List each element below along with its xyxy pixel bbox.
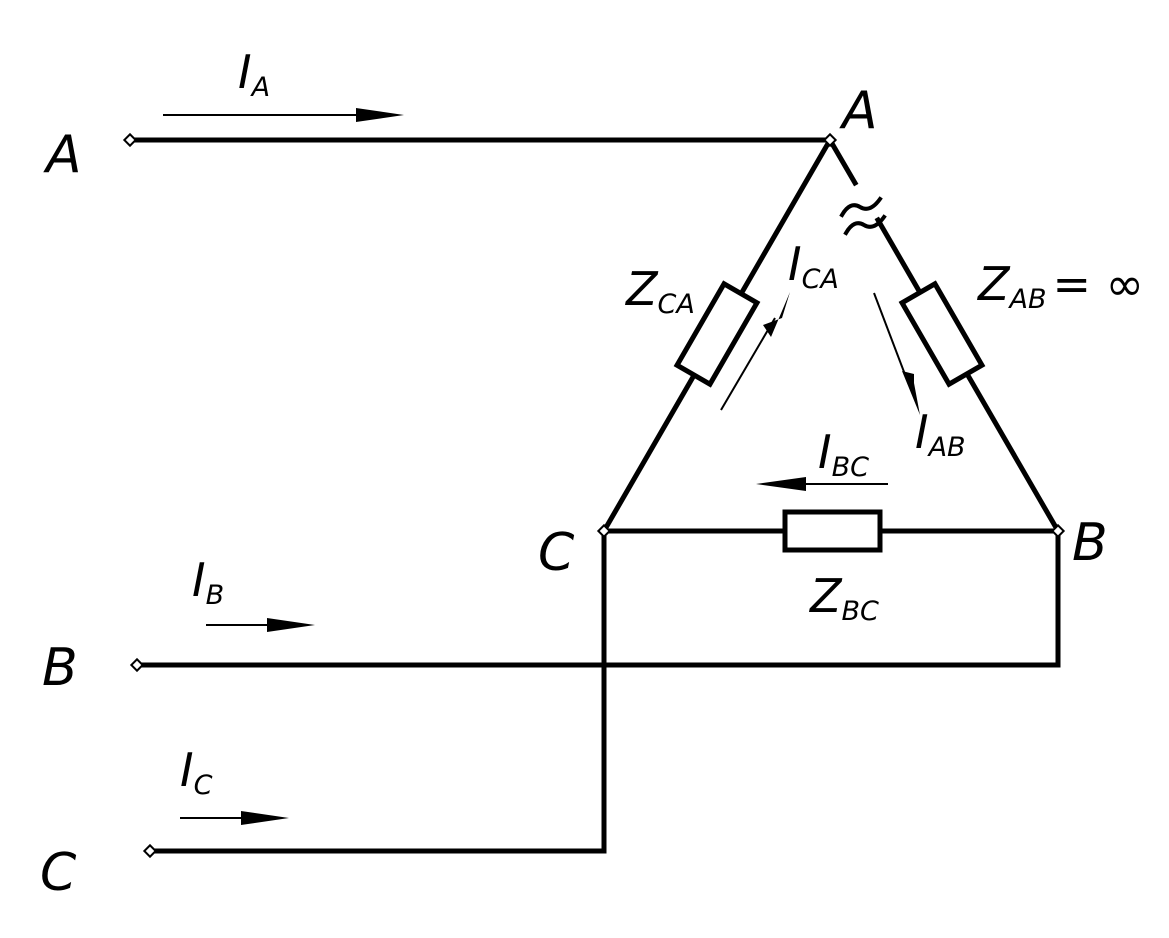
line-b-wire bbox=[134, 528, 1061, 668]
terminal-a-input bbox=[122, 132, 138, 148]
terminal-c-input bbox=[142, 843, 158, 859]
current-ica-arrow bbox=[720, 292, 790, 411]
current-ibc-subscript: BC bbox=[832, 452, 870, 483]
open-circuit-break-icon bbox=[839, 196, 887, 236]
impedance-ab-subscript: AB bbox=[1008, 284, 1047, 315]
impedance-ca-label: ZCA bbox=[624, 262, 695, 320]
terminal-b-input bbox=[129, 657, 145, 673]
line-b-label: B bbox=[42, 638, 78, 698]
impedance-ca-subscript: CA bbox=[658, 289, 695, 320]
current-ica-symbol: I bbox=[788, 237, 802, 291]
current-ica-subscript: CA bbox=[802, 264, 839, 295]
branch-ab-wire-upper bbox=[826, 136, 859, 187]
current-ia-symbol: I bbox=[238, 45, 252, 99]
impedance-bc-subscript: BC bbox=[842, 596, 880, 627]
current-ibc-symbol: I bbox=[818, 425, 832, 479]
impedance-ca-resistor bbox=[673, 280, 761, 388]
node-c-label: C bbox=[538, 523, 575, 583]
current-ia-arrow bbox=[163, 108, 404, 122]
current-ibc-label: IBC bbox=[818, 425, 869, 483]
impedance-bc-symbol: Z bbox=[808, 569, 843, 623]
line-c-wire bbox=[147, 528, 607, 854]
current-ic-label: IC bbox=[180, 743, 213, 801]
current-ibc-arrow bbox=[756, 477, 888, 491]
current-ic-subscript: C bbox=[194, 770, 213, 801]
current-ib-arrow bbox=[206, 618, 315, 632]
current-ic-symbol: I bbox=[180, 743, 194, 797]
impedance-bc-label: ZBC bbox=[808, 569, 879, 627]
current-ia-label: IA bbox=[238, 45, 270, 103]
impedance-ab-resistor bbox=[898, 280, 986, 388]
node-b-label: B bbox=[1072, 513, 1108, 573]
current-ib-subscript: B bbox=[206, 580, 225, 611]
impedance-ab-symbol: Z bbox=[976, 257, 1011, 311]
node-c-junction bbox=[596, 523, 612, 539]
current-ib-symbol: I bbox=[192, 553, 206, 607]
line-a-label: A bbox=[43, 125, 82, 185]
current-ia-subscript: A bbox=[250, 72, 270, 103]
node-a-junction bbox=[822, 132, 838, 148]
impedance-ca-symbol: Z bbox=[624, 262, 659, 316]
current-iab-arrow bbox=[873, 292, 920, 415]
impedance-bc-resistor bbox=[782, 509, 883, 553]
current-iab-symbol: I bbox=[915, 405, 929, 459]
current-ica-label: ICA bbox=[788, 237, 839, 295]
node-a-label: A bbox=[839, 81, 878, 141]
current-iab-label: IAB bbox=[915, 405, 966, 463]
current-ib-label: IB bbox=[192, 553, 224, 611]
impedance-ab-value: = ∞ bbox=[1053, 257, 1144, 311]
current-ic-arrow bbox=[180, 811, 289, 825]
current-iab-subscript: AB bbox=[927, 432, 966, 463]
node-b-junction bbox=[1050, 523, 1066, 539]
impedance-ab-label: ZAB= ∞ bbox=[976, 257, 1144, 315]
line-c-label: C bbox=[40, 843, 77, 903]
